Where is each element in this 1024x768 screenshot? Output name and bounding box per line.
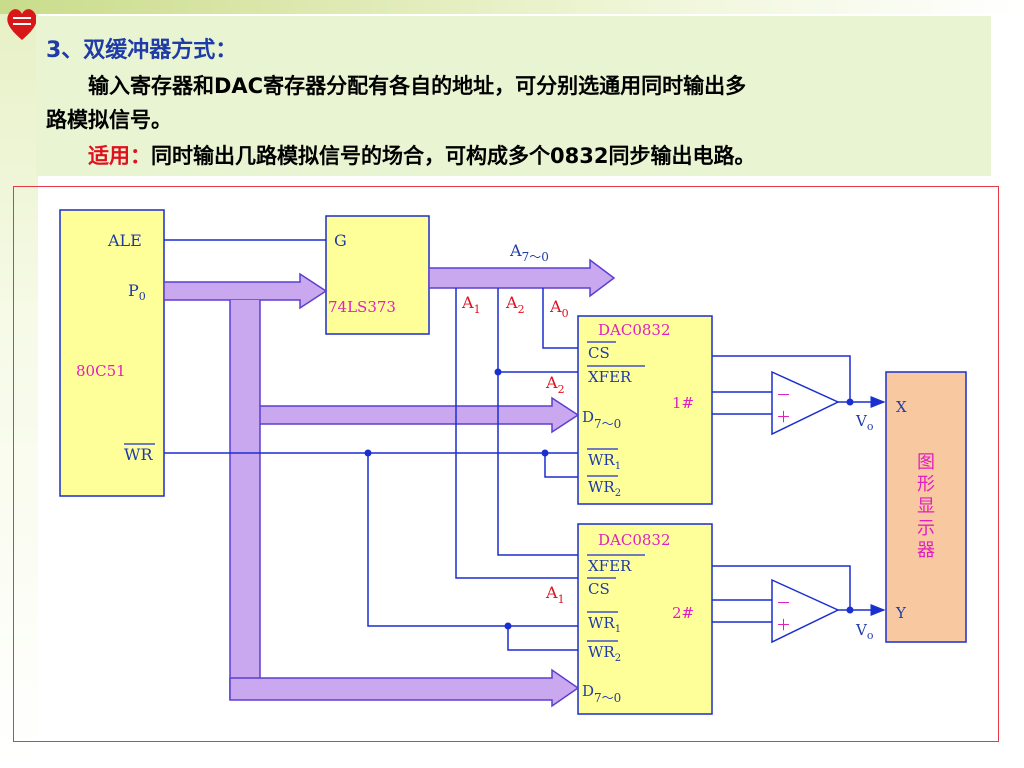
dac2-d-pin: D7～0 [582,682,621,705]
display-title-char-5: 器 [917,540,935,561]
opamp2-plus: ＋ [776,616,791,634]
bus-a7-0-label: A7～0 [509,241,549,264]
overline-bars [124,341,645,642]
mcu-wr-pin: WR [124,445,153,464]
dac1-addr-a2-label: A2 [545,373,565,396]
addr-a1-label: A1 [461,293,481,316]
dac2-xfer-pin: XFER [588,557,632,575]
addr-a0-label: A0 [549,297,569,320]
dac1-xfer-pin: XFER [588,368,632,386]
dac1-name: DAC0832 [598,321,671,339]
display-y-input: Y [895,604,907,622]
background-top-band [0,0,1024,14]
display-title-char-3: 显 [917,496,935,517]
mcu-name: 80C51 [76,362,126,380]
dac2-cs-pin: CS [588,580,610,598]
display-title-char-1: 图 [917,452,935,473]
text-panel [36,16,991,176]
application-text: 同时输出几路模拟信号的场合，可构成多个0832同步输出电路。 [151,144,756,168]
mcu-p0-pin: P0 [128,281,146,303]
description-line-1: 输入寄存器和DAC寄存器分配有各自的地址，可分别选通用同时输出多 [88,74,747,98]
background-left-band [0,0,38,768]
dac2-name: DAC0832 [598,531,671,549]
opamp1-plus: ＋ [776,408,791,426]
dac2-chip [577,523,713,715]
dac2-index: 2# [672,604,694,622]
dac1-d-pin: D7～0 [582,408,621,431]
junction-dots [364,368,854,630]
application-label: 适用： [88,144,151,168]
dac1-index: 1# [672,394,694,412]
addr-a2-label: A2 [505,293,525,316]
section-heading: 3、双缓冲器方式： [46,38,238,63]
latch-name: 74LS373 [328,298,396,316]
vout1-label: Vo [855,412,874,433]
dac2-wr2-pin: WR2 [588,643,621,664]
dac1-cs-pin: CS [588,344,610,362]
display-x-input: X [896,398,907,416]
description-line-2: 路模拟信号。 [46,108,172,132]
opamp-1 [771,370,840,436]
opamp1-minus: － [776,386,791,404]
latch-g-pin: G [334,231,347,250]
dac1-wr1-pin: WR1 [588,451,621,472]
application-line: 适用：同时输出几路模拟信号的场合，可构成多个0832同步输出电路。 [88,140,755,170]
display-chip [885,371,967,643]
opamp-2 [771,578,840,644]
dac1-wr2-pin: WR2 [588,478,621,499]
dac1-chip [577,315,713,505]
opamp2-minus: － [776,594,791,612]
signal-wires [164,239,886,651]
vout2-label: Vo [855,621,874,642]
mcu-ale-pin: ALE [107,231,142,250]
latch-74ls373-chip [325,215,430,335]
display-title-char-2: 形 [917,474,935,495]
dac2-addr-a1-label: A1 [545,583,565,606]
dac2-wr1-pin: WR1 [588,614,621,635]
mcu-80c51-chip [59,209,165,497]
diagram-frame [13,186,999,742]
display-title-char-4: 示 [917,518,935,539]
logo-heart-icon [7,9,37,40]
